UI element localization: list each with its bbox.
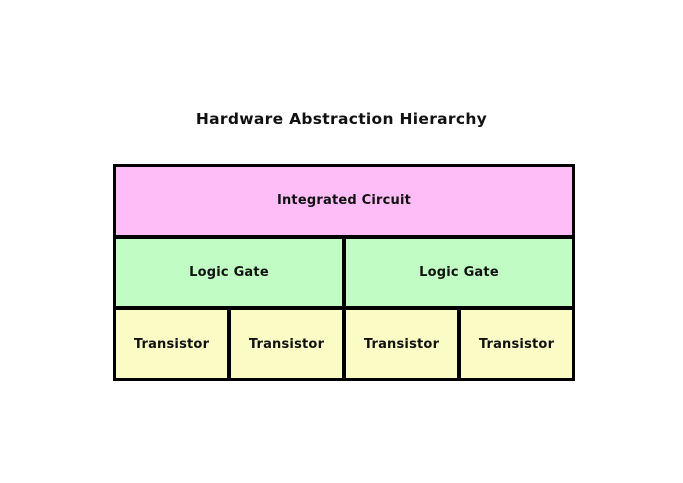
node-logic-gate-1: Logic Gate — [114, 236, 344, 309]
diagram-title: Hardware Abstraction Hierarchy — [195, 110, 488, 128]
node-transistor-4: Transistor — [459, 308, 574, 381]
node-logic-gate-2: Logic Gate — [344, 236, 574, 309]
level-row-transistor: Transistor Transistor Transistor Transis… — [114, 308, 574, 381]
hierarchy-diagram: Integrated Circuit Logic Gate Logic Gate… — [113, 164, 575, 381]
node-transistor-2: Transistor — [229, 308, 344, 381]
node-transistor-3: Transistor — [344, 308, 459, 381]
node-transistor-1: Transistor — [114, 308, 229, 381]
level-row-integrated-circuit: Integrated Circuit — [114, 165, 574, 237]
level-row-logic-gate: Logic Gate Logic Gate — [114, 236, 574, 309]
node-integrated-circuit: Integrated Circuit — [114, 165, 574, 237]
